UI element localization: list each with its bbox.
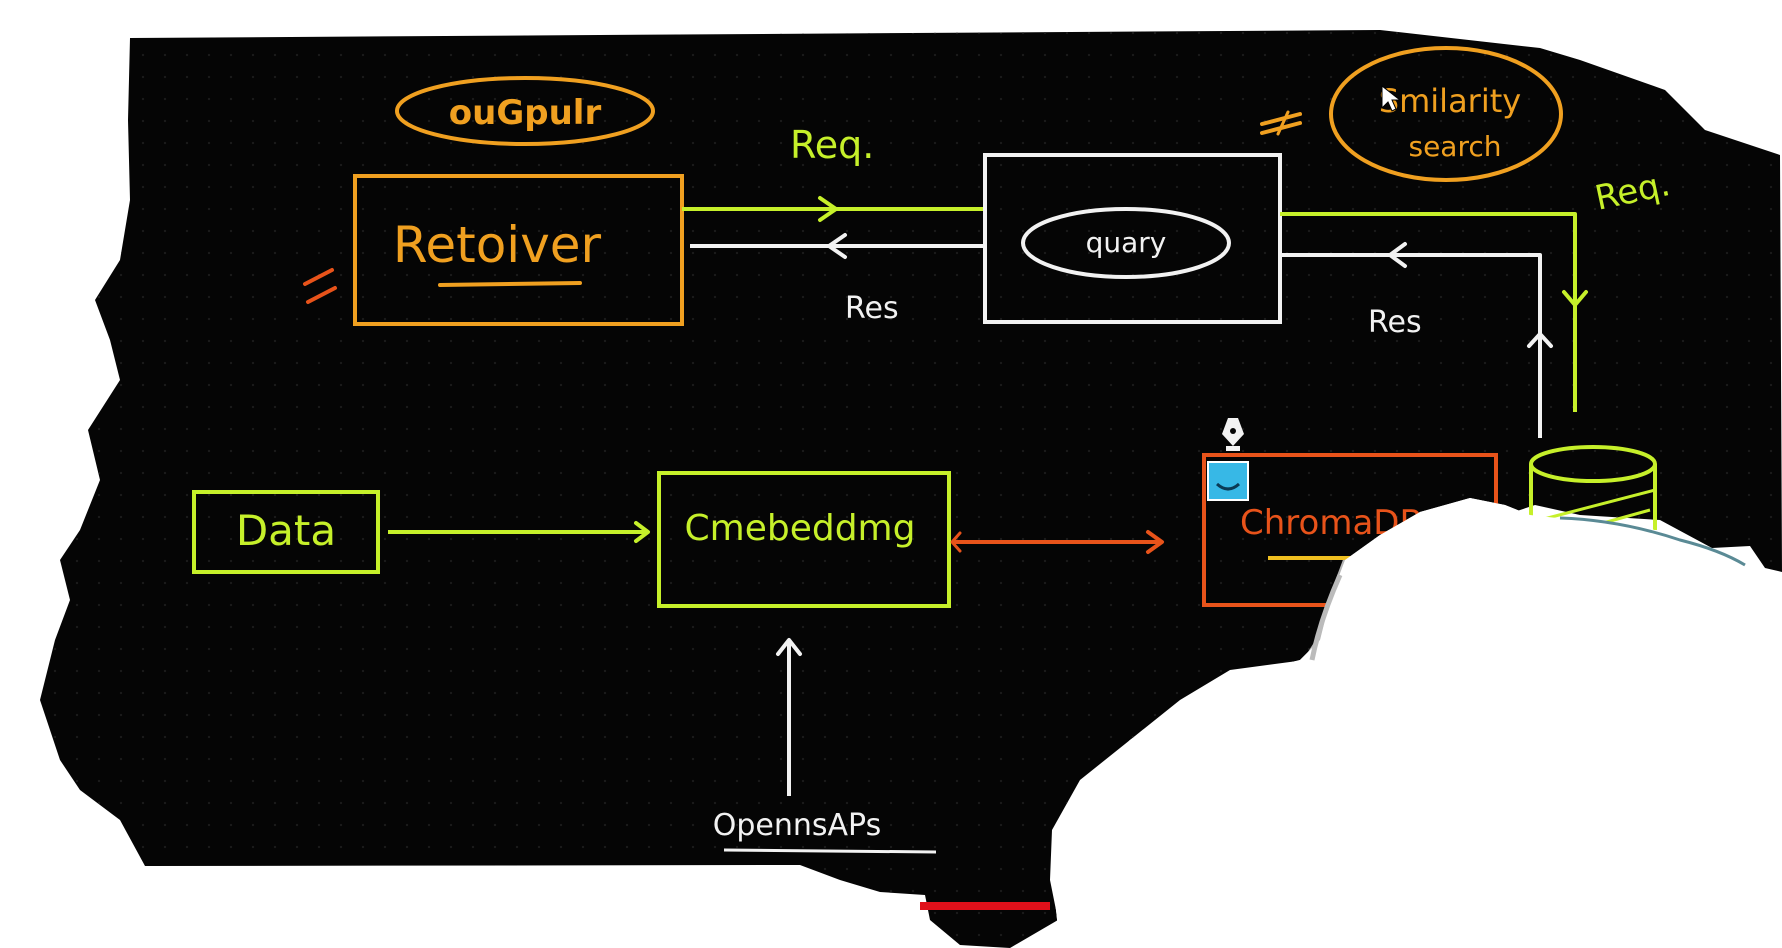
- query-ellipse: [1021, 207, 1231, 279]
- square-badge-icon: [1207, 461, 1249, 501]
- openai-underline: [723, 848, 937, 854]
- torn-paper-inner-edge: [1309, 573, 1343, 661]
- red-bar: [920, 902, 1050, 910]
- retriever-box: Retoiver: [353, 174, 684, 326]
- equals-mark-left: [303, 268, 337, 304]
- arrow-embedding-to-chromadb: [950, 530, 1164, 554]
- similarity-label-line2: search: [1408, 130, 1501, 163]
- torn-paper-colored-edge: [1559, 516, 1746, 567]
- embedding-box: Cmebeddmg: [657, 471, 951, 608]
- output-label: ouGpulr: [449, 93, 602, 133]
- output-bubble: ouGpulr: [395, 76, 655, 146]
- query-box: quary: [983, 153, 1282, 324]
- request-arrow-query-to-db: [1280, 212, 1588, 412]
- query-label: quary: [1086, 226, 1167, 259]
- retriever-underline: [438, 281, 582, 287]
- torn-paper-cover: [1055, 498, 1782, 948]
- response-arrow-db-to-query: [1280, 242, 1553, 438]
- data-box: Data: [192, 490, 380, 574]
- request-arrow-retriever-to-query: [682, 196, 985, 222]
- equals-mark-right: [1260, 110, 1302, 136]
- arrow-openai-to-embedding: [776, 638, 802, 796]
- similarity-label-line1: Smilarity: [1379, 82, 1521, 120]
- res-right-label: Res: [1368, 305, 1422, 340]
- retriever-label: Retoiver: [393, 216, 602, 274]
- similarity-search-bubble: Smilarity search: [1329, 46, 1563, 182]
- arrow-data-to-embedding: [388, 521, 650, 543]
- embedding-label: Cmebeddmg: [685, 508, 916, 549]
- pointer-cursor-icon: [1381, 84, 1402, 112]
- data-label: Data: [236, 506, 336, 555]
- req-top-label: Req.: [790, 123, 874, 167]
- res-left-label: Res: [845, 291, 899, 326]
- openai-label: OpennsAPs: [713, 808, 882, 843]
- response-arrow-query-to-retriever: [690, 233, 985, 259]
- pen-nib-icon: [1222, 418, 1244, 451]
